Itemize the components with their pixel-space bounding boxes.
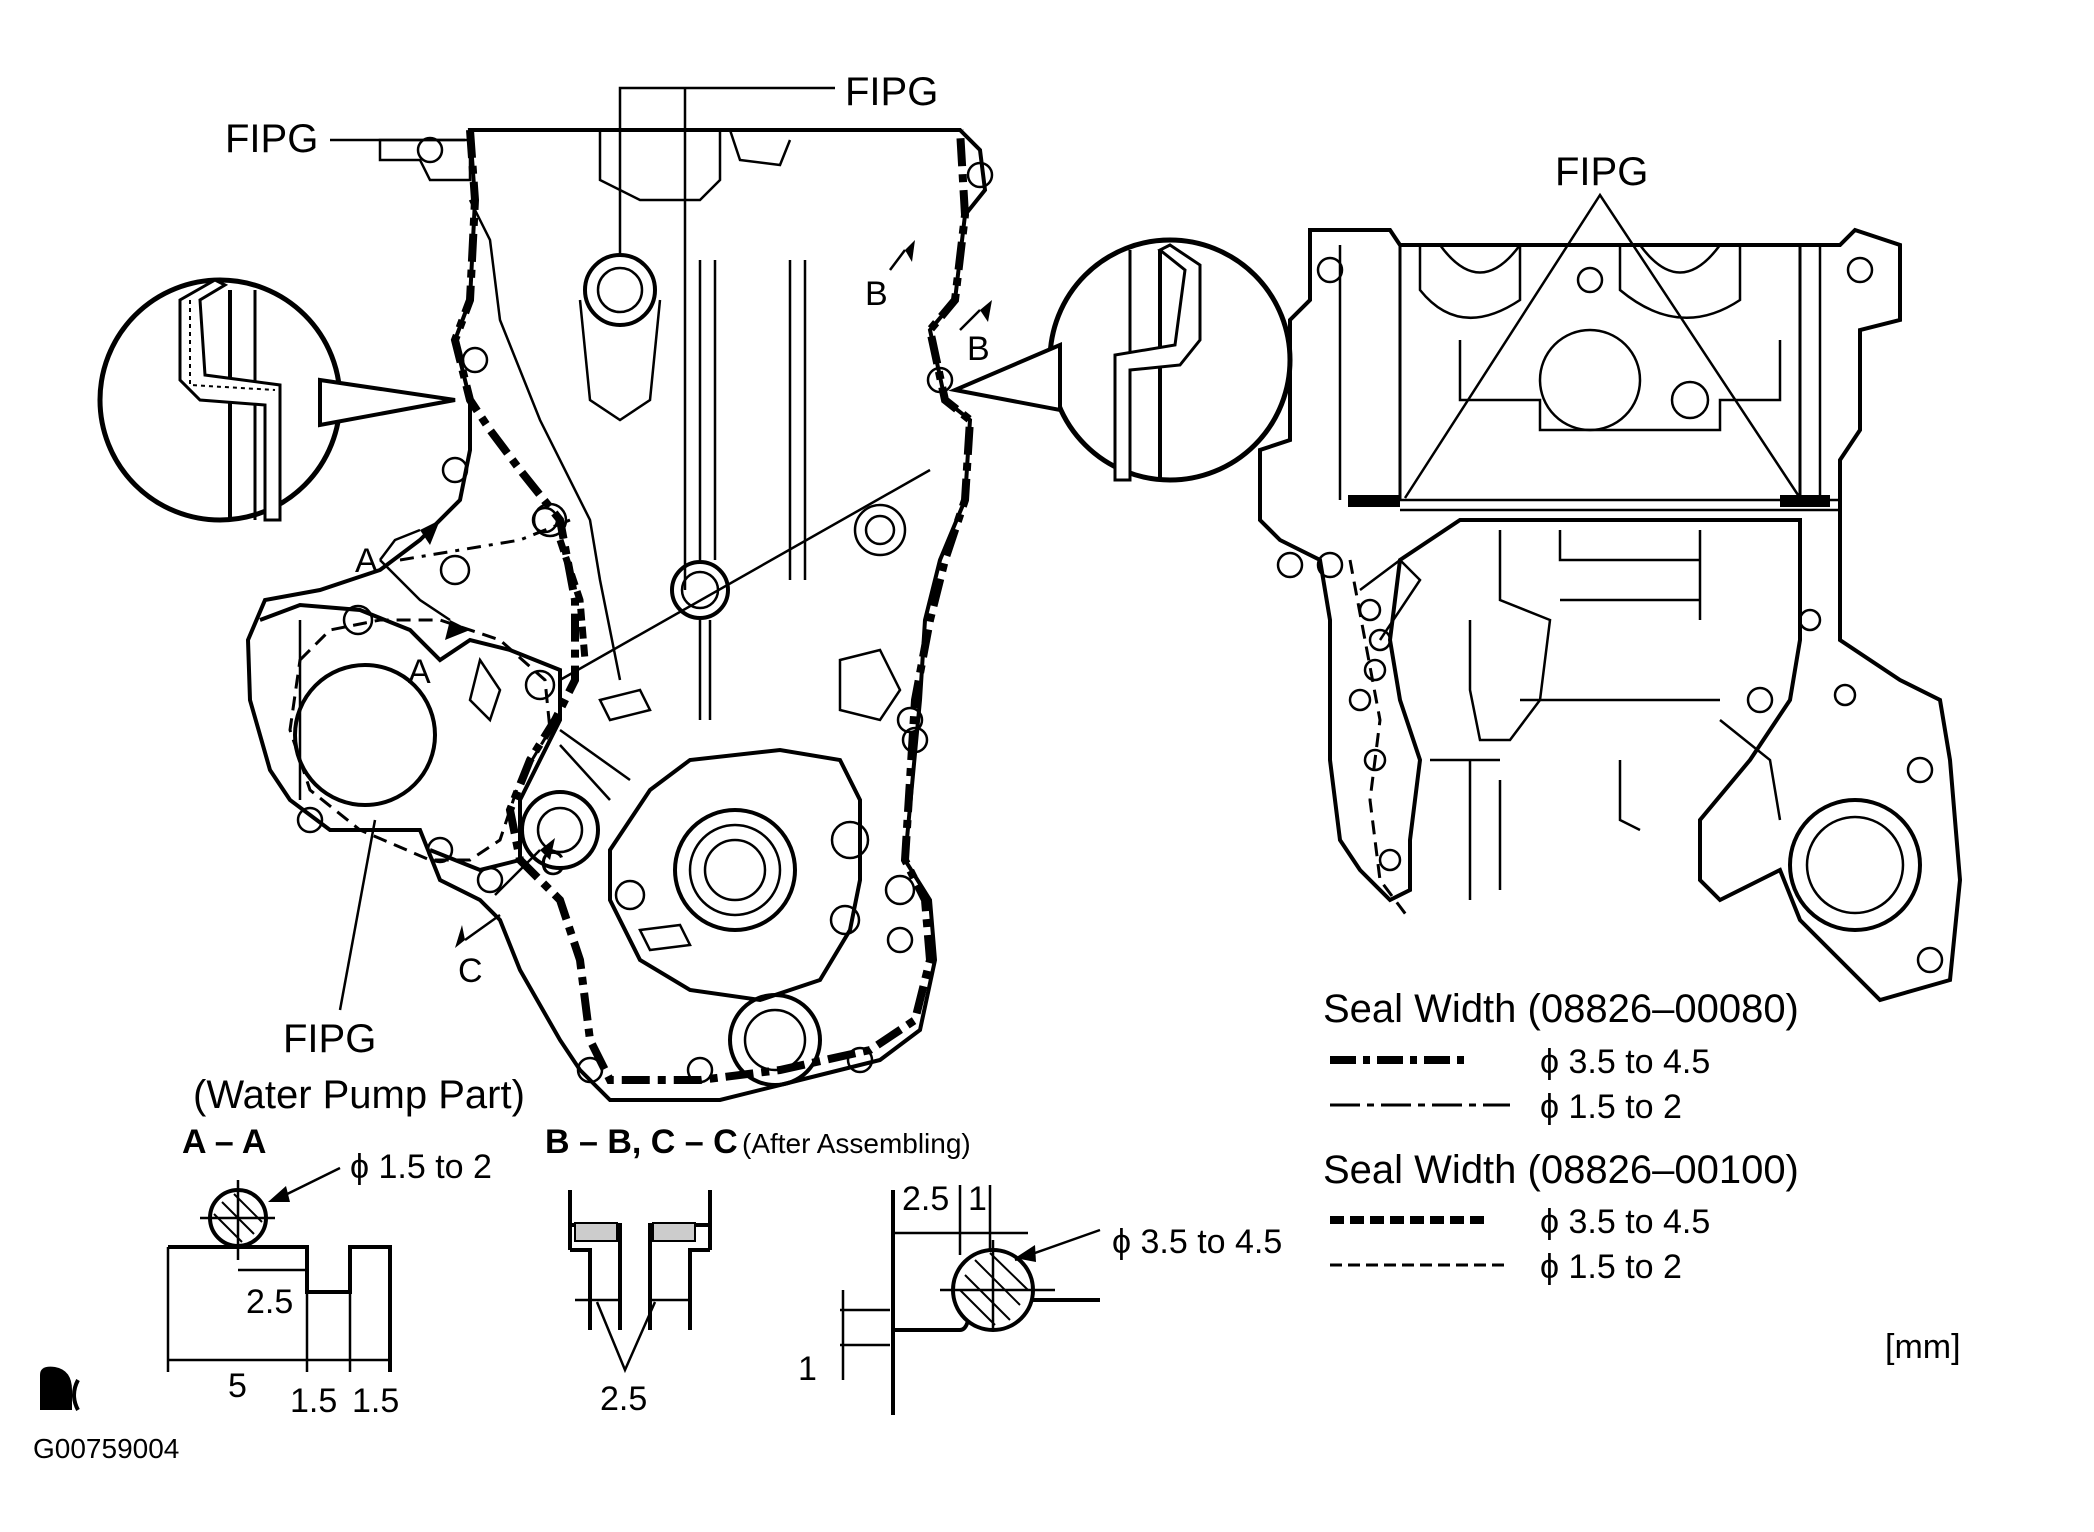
section-aa-diameter: ϕ 1.5 to 2 xyxy=(350,1148,492,1186)
water-pump-part-label: (Water Pump Part) xyxy=(193,1073,525,1117)
bead-dim-1-top: 1 xyxy=(968,1180,987,1218)
section-marker-a-top: A xyxy=(355,542,378,580)
cylinder-block-drawing xyxy=(1258,192,1963,1003)
units-label: [mm] xyxy=(1885,1328,1961,1366)
section-bb-title: B – B, C – C xyxy=(545,1123,738,1161)
fipg-label-right: FIPG xyxy=(1555,150,1648,194)
legend-group1-line1: ϕ 3.5 to 4.5 xyxy=(1540,1043,1710,1081)
legend-group2-line1: ϕ 3.5 to 4.5 xyxy=(1540,1203,1710,1241)
section-aa-dim-15a: 1.5 xyxy=(290,1382,337,1420)
fipg-label-top-center: FIPG xyxy=(845,70,938,114)
section-aa-detail: A – A ϕ 1.5 to 2 2.5 5 1.5 1.5 xyxy=(166,1123,492,1420)
part-labels: FIPG FIPG FIPG FIPG (Water Pump Part) A … xyxy=(193,70,1648,1117)
section-aa-dim-15b: 1.5 xyxy=(352,1382,399,1420)
fipg-label-top-left: FIPG xyxy=(225,117,318,161)
legend-group2-line2: ϕ 1.5 to 2 xyxy=(1540,1248,1682,1286)
section-marker-c-top: C xyxy=(540,845,565,883)
section-marker-b-top: B xyxy=(865,275,888,313)
section-marker-a-bottom: A xyxy=(408,653,431,691)
detail-circle-right xyxy=(948,237,1293,483)
timing-cover-drawing xyxy=(245,86,994,1102)
fipg-label-water-pump: FIPG xyxy=(283,1017,376,1061)
publisher-logo-icon xyxy=(40,1366,80,1411)
section-bb-subtitle: (After Assembling) xyxy=(742,1128,971,1159)
section-marker-b-bottom: B xyxy=(967,330,990,368)
section-aa-dim-inner: 2.5 xyxy=(246,1283,293,1321)
bead-diameter: ϕ 3.5 to 4.5 xyxy=(1112,1223,1282,1261)
detail-circle-left xyxy=(97,277,456,523)
bead-dim-1-left: 1 xyxy=(798,1350,817,1388)
seal-legend: Seal Width (08826–00080) ϕ 3.5 to 4.5 ϕ … xyxy=(1323,987,1799,1286)
figure-id: G00759004 xyxy=(33,1433,179,1464)
section-bb-detail: B – B, C – C (After Assembling) 2.5 xyxy=(545,1123,971,1418)
section-marker-c-bottom: C xyxy=(458,952,483,990)
legend-group1-line2: ϕ 1.5 to 2 xyxy=(1540,1088,1682,1126)
section-aa-title: A – A xyxy=(182,1123,266,1161)
legend-group1-title: Seal Width (08826–00080) xyxy=(1323,987,1799,1031)
section-aa-dim-5: 5 xyxy=(228,1367,247,1405)
bead-dim-25: 2.5 xyxy=(902,1180,949,1218)
legend-group2-title: Seal Width (08826–00100) xyxy=(1323,1148,1799,1192)
section-bb-dim: 2.5 xyxy=(600,1380,647,1418)
bead-detail: 2.5 1 ϕ 3.5 to 4.5 1 xyxy=(798,1180,1282,1415)
